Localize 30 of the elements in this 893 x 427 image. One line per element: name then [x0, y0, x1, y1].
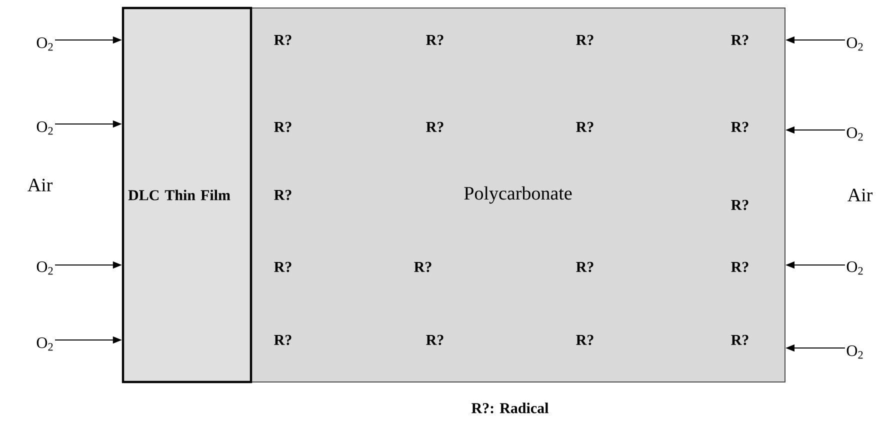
oxygen-label: O$_{2}$ [36, 37, 53, 51]
radical-label: R? [274, 122, 292, 132]
radical-label: R? [414, 262, 432, 272]
radical-label: R? [576, 122, 594, 132]
oxygen-label: O$_{2}$ [846, 261, 863, 275]
medium-label: Air [28, 178, 53, 192]
oxygen-label: O$_{2}$ [36, 337, 53, 351]
medium-label: Air [848, 188, 872, 202]
radical-label: R? [426, 34, 444, 46]
legend-note: R?: Radical [472, 402, 548, 414]
film-layer-box: DLC Thin Film [122, 6, 252, 384]
radical-label: R? [731, 200, 748, 210]
radical-label: R? [274, 334, 292, 346]
radical-label: R? [274, 34, 292, 46]
radical-label: R? [576, 262, 594, 272]
radical-label: R? [576, 334, 594, 346]
radical-label: R? [274, 262, 292, 272]
oxygen-label: O$_{2}$ [846, 345, 863, 359]
oxygen-label: O$_{2}$ [36, 261, 53, 275]
radical-label: R? [731, 262, 748, 272]
oxygen-label: O$_{2}$ [846, 37, 863, 51]
radical-label: R? [576, 34, 594, 46]
radical-label: R? [426, 122, 444, 132]
radical-label: R? [731, 34, 748, 46]
oxygen-label: O$_{2}$ [36, 121, 53, 135]
radical-label: R? [731, 122, 748, 132]
radical-label: R? [731, 334, 748, 346]
radical-label: R? [426, 334, 444, 346]
radical-label: R? [274, 190, 292, 200]
oxygen-label: O$_{2}$ [846, 127, 863, 141]
